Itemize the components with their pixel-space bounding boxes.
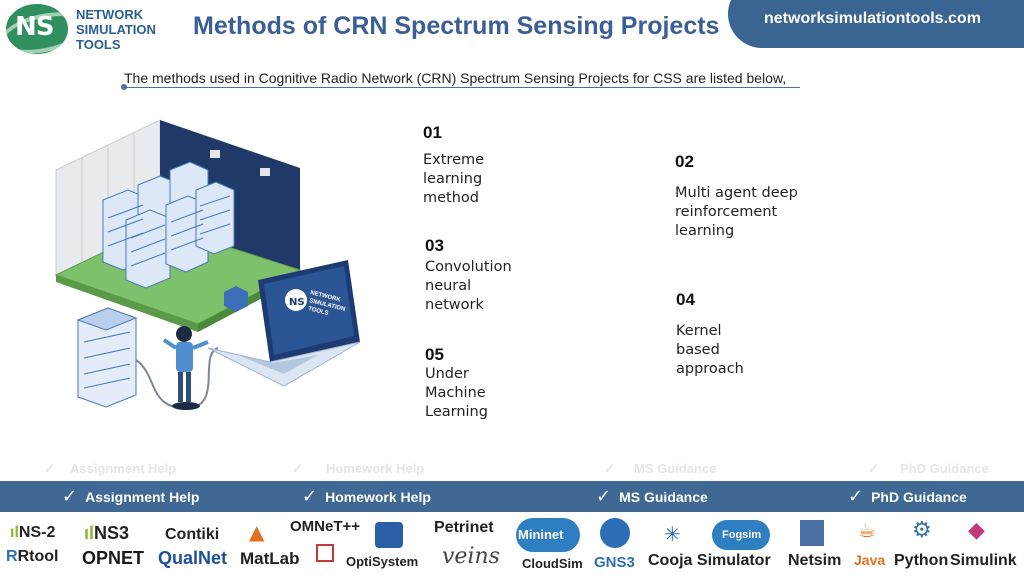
method-text: Extreme learning method (423, 152, 485, 206)
optisystem-logo: OptiSystem (346, 554, 419, 569)
gns3-logo: GNS3 (594, 554, 635, 571)
gns3-icon (600, 518, 630, 548)
tool-logos-strip: ılNS-2 ılNS3 Contiki ▲ OMNeT++ Petrinet … (0, 514, 1024, 576)
method-number: 03 (425, 236, 444, 255)
omnet-logo: OMNeT++ (290, 518, 361, 535)
method-item-05: 05 Under Machine Learning (425, 345, 488, 422)
java-logo: Java (854, 552, 886, 568)
cooja-logo: Cooja Simulator (648, 552, 771, 569)
reflection-check-icon: ✓ (868, 461, 879, 476)
reflection-check-icon: ✓ (44, 461, 55, 476)
laptop-logo-abbr: NS (289, 297, 305, 308)
reflection-homework: Homework Help (326, 461, 425, 476)
ns-logo-icon: NS (6, 4, 68, 54)
reflection-ms: MS Guidance (634, 461, 717, 476)
method-number: 02 (675, 152, 694, 171)
reflection-check-icon: ✓ (292, 461, 303, 476)
phd-guidance-label: PhD Guidance (871, 488, 967, 505)
method-text: Multi agent deep reinforcement learning (675, 185, 798, 239)
matlab-logo: MatLab (240, 549, 300, 568)
assignment-help-link[interactable]: ✓ Assignment Help (62, 486, 199, 507)
logo-line-2: SIMULATION (76, 21, 156, 37)
python-icon: ⚙ (912, 518, 932, 543)
qualnet-logo: QualNet (158, 548, 228, 568)
method-item-03: 03 Convolution neural network (425, 236, 512, 315)
netsim-logo: Netsim (788, 552, 842, 569)
reflection-phd: PhD Guidance (900, 461, 989, 476)
check-icon: ✓ (302, 486, 318, 507)
reflection-assignment: Assignment Help (70, 461, 177, 476)
ms-guidance-label: MS Guidance (619, 488, 708, 505)
intro-underline (124, 87, 800, 88)
method-number: 05 (425, 345, 444, 364)
assignment-help-label: Assignment Help (85, 488, 200, 505)
site-banner (728, 0, 1024, 48)
method-number: 04 (676, 290, 695, 309)
method-text: Convolution neural network (425, 259, 512, 313)
opnet-logo: OPNET (82, 548, 145, 568)
veins-logo: veins (442, 544, 500, 569)
check-icon: ✓ (596, 486, 612, 507)
optisystem-icon (375, 522, 403, 548)
check-icon: ✓ (62, 486, 78, 507)
intro-text: The methods used in Cognitive Radio Netw… (124, 70, 787, 86)
method-item-04: 04 Kernel based approach (676, 290, 744, 379)
ns2-logo: ılNS-2 (10, 524, 56, 541)
contiki-logo: Contiki (165, 526, 220, 543)
method-item-02: 02 Multi agent deep reinforcement learni… (675, 152, 798, 241)
matlab-icon: ▲ (249, 520, 265, 544)
logo-line-3: TOOLS (76, 36, 121, 52)
java-cup-icon: ☕ (858, 518, 876, 542)
cloudsim-logo: Mininet (518, 527, 564, 542)
python-logo: Python (894, 552, 949, 569)
cloudsim-cloud-icon (516, 518, 580, 552)
method-item-01: 01 Extreme learning method (423, 123, 484, 208)
cooja-network-icon: ✳ (664, 522, 681, 546)
simulink-icon: ◆ (968, 518, 985, 543)
simulink-logo: Simulink (950, 552, 1017, 569)
check-icon: ✓ (848, 486, 864, 507)
ms-guidance-link[interactable]: ✓ MS Guidance (596, 486, 708, 507)
homework-help-label: Homework Help (325, 488, 431, 505)
logo-wordmark: NETWORK SIMULATION TOOLS (76, 7, 156, 52)
netsim-icon (800, 520, 824, 546)
method-number: 01 (423, 123, 442, 142)
fogsim-cloud-icon (712, 520, 770, 550)
server-room-illustration: NS NETWORK SIMULATION TOOLS (54, 119, 361, 410)
petrinet-logo: Petrinet (434, 519, 494, 536)
mininet-logo: CloudSim (522, 556, 583, 571)
intro-bullet (121, 84, 127, 90)
page-title: Methods of CRN Spectrum Sensing Projects (193, 12, 720, 40)
reflection-check-icon: ✓ (604, 461, 615, 476)
optisystem-edit-icon (316, 544, 334, 562)
homework-help-link[interactable]: ✓ Homework Help (302, 486, 431, 507)
footer-reflection: ✓ Assignment Help ✓ Homework Help ✓ MS G… (0, 461, 1024, 479)
method-text: Kernel based approach (676, 323, 744, 377)
site-link[interactable]: networksimulationtools.com (764, 10, 981, 27)
ns3-logo: ılNS3 (84, 523, 130, 543)
services-banner: ✓ Assignment Help ✓ Homework Help ✓ MS G… (0, 481, 1024, 512)
phd-guidance-link[interactable]: ✓ PhD Guidance (848, 486, 967, 507)
laptop-logo-line-3: TOOLS (308, 306, 329, 317)
brand-logo[interactable]: NS NETWORK SIMULATION TOOLS (6, 4, 156, 54)
logo-line-1: NETWORK (76, 6, 144, 22)
fogsim-logo: Fogsim (722, 529, 762, 541)
logo-abbreviation: NS (15, 12, 54, 42)
rtool-logo: RRtool (6, 548, 59, 565)
method-text: Under Machine Learning (425, 366, 488, 420)
